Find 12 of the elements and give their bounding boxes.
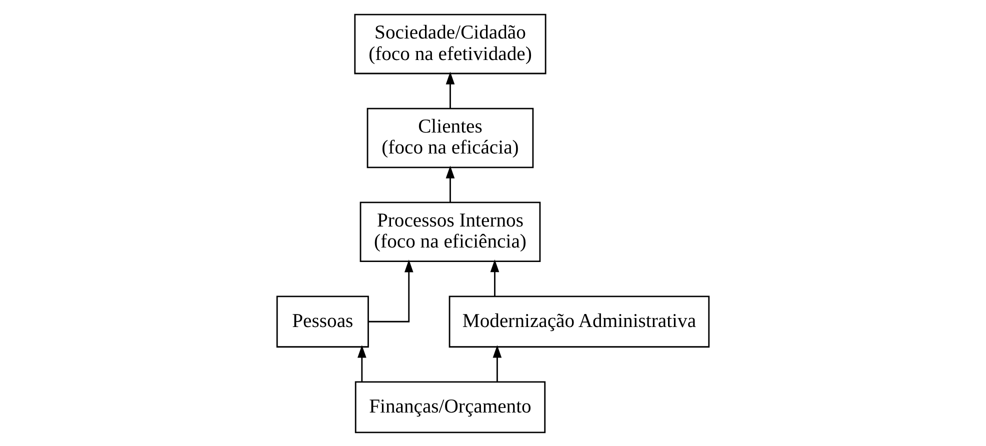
arrow xyxy=(358,344,366,381)
node-box: Sociedade/Cidadão (foco na efetividade) xyxy=(354,13,546,74)
node-box: Pessoas xyxy=(276,295,369,348)
node-box: Finanças/Orçamento xyxy=(354,380,546,433)
node-box: Modernização Administrativa xyxy=(448,295,710,348)
arrow xyxy=(446,165,455,202)
arrow xyxy=(490,258,500,296)
arrow xyxy=(492,344,502,381)
node-box: Clientes (foco na eficácia) xyxy=(366,107,534,168)
arrow xyxy=(446,71,455,108)
node-box: Processos Internos (foco na eficiência) xyxy=(360,201,541,262)
arrow xyxy=(368,259,414,322)
